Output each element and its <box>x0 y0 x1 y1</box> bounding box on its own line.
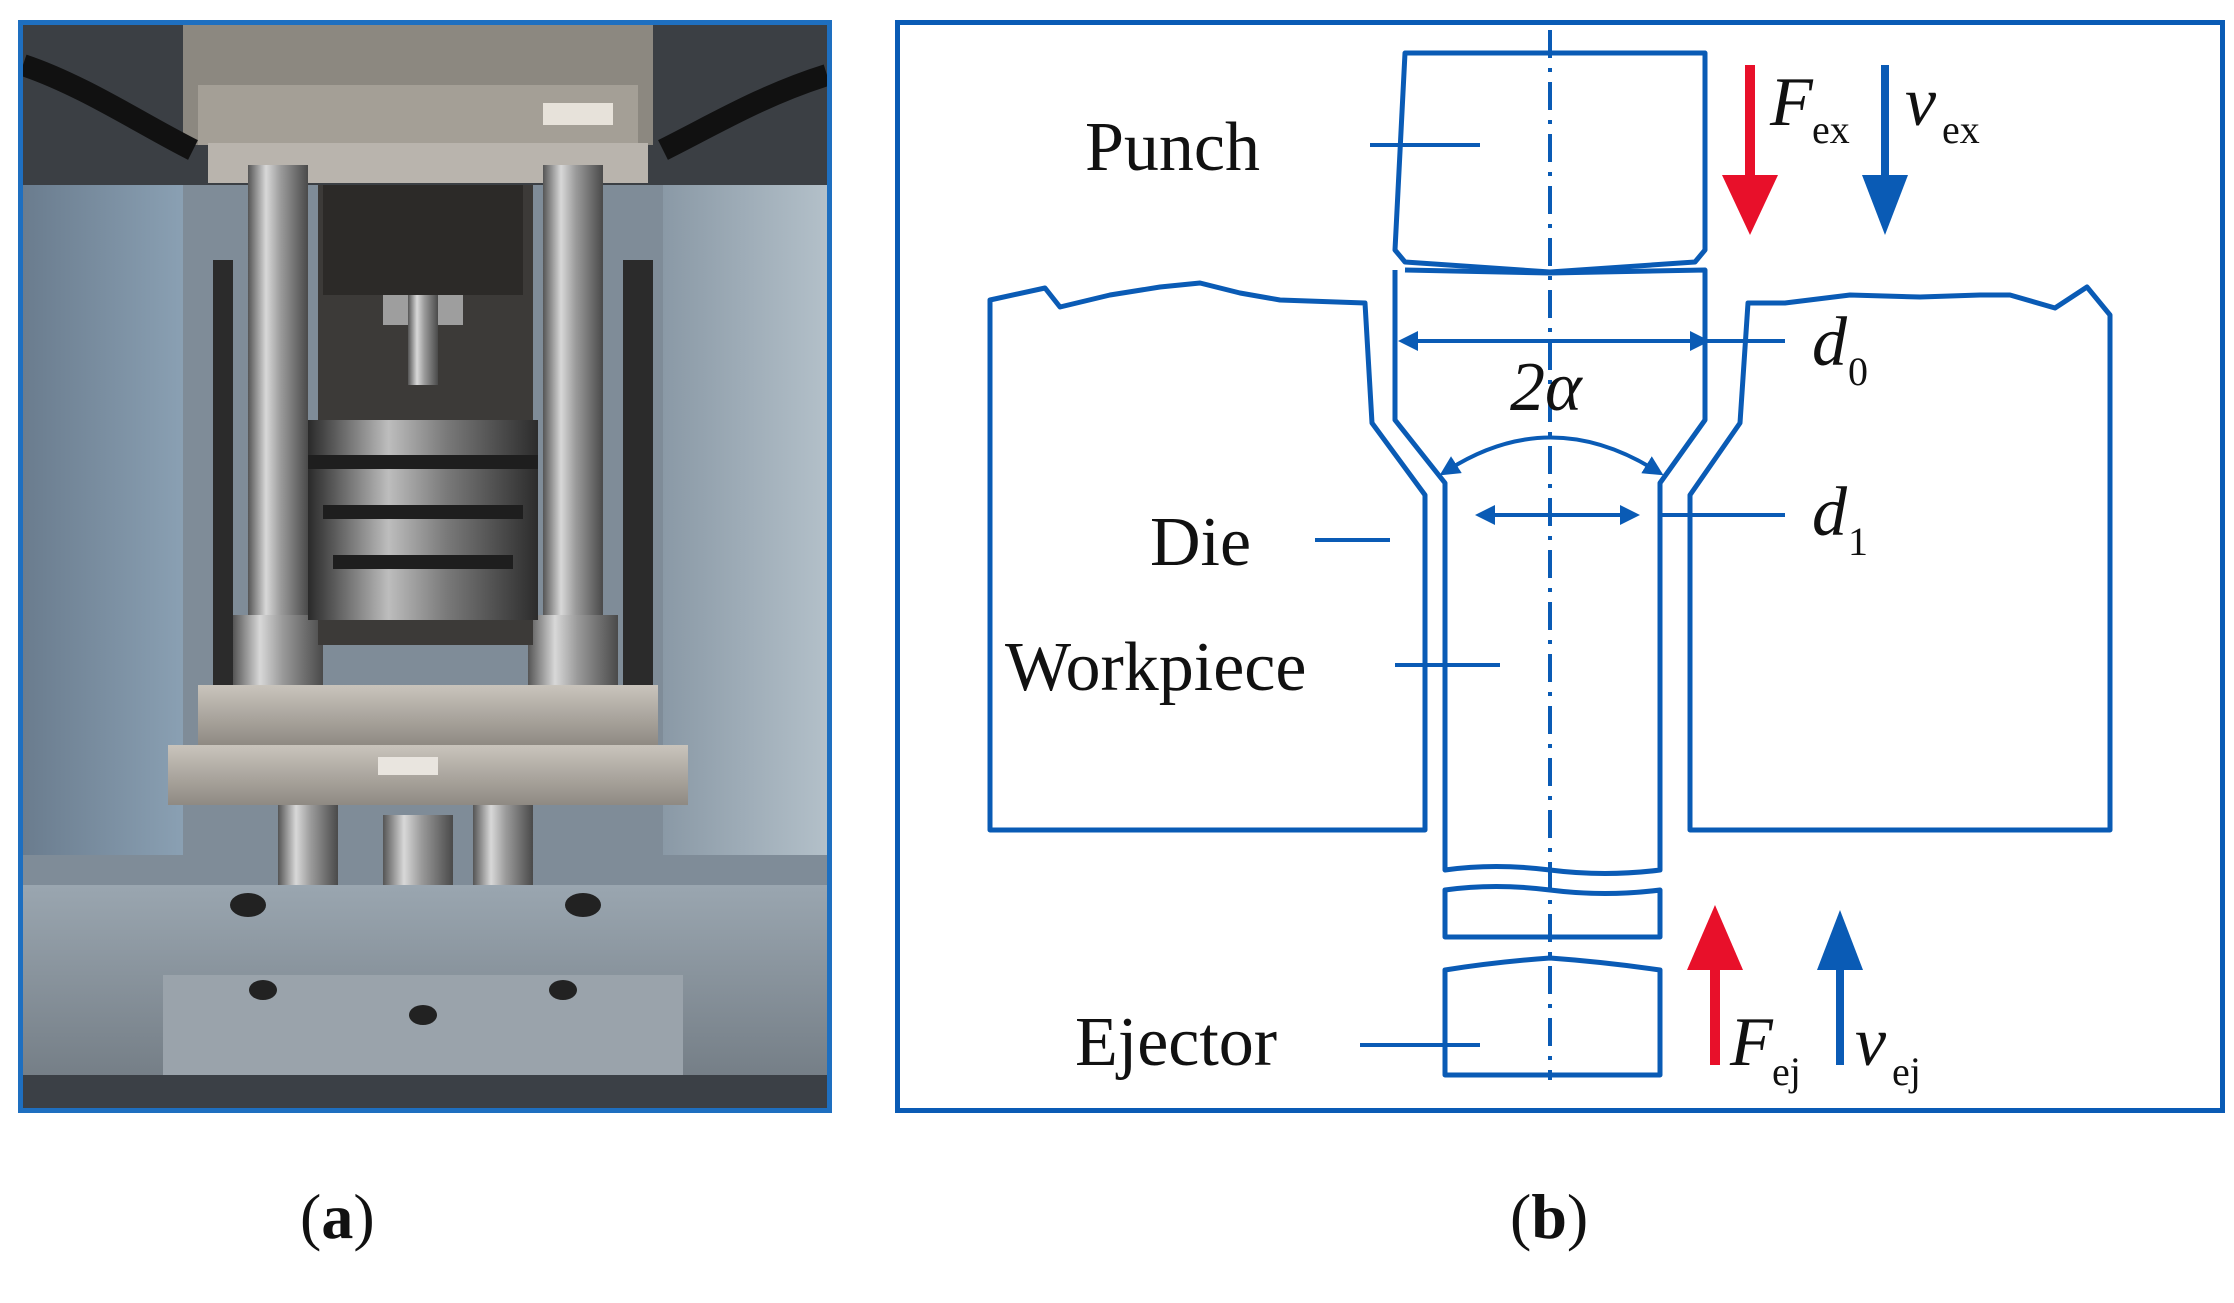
v-ej-subscript: ej <box>1892 1049 1921 1094</box>
v-ej-label: v <box>1855 1004 1887 1081</box>
f-ej-label: F <box>1729 1004 1774 1081</box>
press-photo-panel <box>18 20 832 1113</box>
workpiece-label: Workpiece <box>1005 629 1306 706</box>
f-ej-arrow <box>1687 905 1743 1065</box>
angle-label: 2α <box>1510 349 1583 426</box>
d0-label: d <box>1812 304 1848 381</box>
caption-a-letter: a <box>321 1181 354 1252</box>
extrusion-schematic: Punch Die Workpiece Ejector 2α d 0 d 1 F… <box>987 30 2113 1094</box>
punch-label: Punch <box>1085 109 1260 186</box>
f-ex-label: F <box>1769 64 1814 141</box>
caption-b-letter: b <box>1531 1181 1567 1252</box>
angle-arc <box>1439 435 1664 476</box>
v-ex-arrow <box>1862 65 1908 235</box>
press-photo <box>23 25 827 1108</box>
punch-shape <box>1392 50 1708 275</box>
die-label: Die <box>1150 504 1251 581</box>
v-ex-label: v <box>1905 64 1937 141</box>
caption-a: (a) <box>300 1181 375 1252</box>
d0-subscript: 0 <box>1848 349 1868 394</box>
caption-b: (b) <box>1510 1181 1589 1252</box>
d1-label: d <box>1812 474 1848 551</box>
d1-subscript: 1 <box>1848 519 1868 564</box>
extrusion-schematic-panel: Punch Die Workpiece Ejector 2α d 0 d 1 F… <box>895 20 2225 1113</box>
die-left-shape <box>987 280 1428 833</box>
v-ej-arrow <box>1817 910 1863 1065</box>
ejector-shape <box>1442 955 1663 1078</box>
v-ex-subscript: ex <box>1942 107 1980 152</box>
f-ex-arrow <box>1722 65 1778 235</box>
ejector-label: Ejector <box>1075 1004 1277 1081</box>
die-right-shape <box>1687 284 2113 833</box>
f-ex-subscript: ex <box>1812 107 1850 152</box>
f-ej-subscript: ej <box>1772 1049 1801 1094</box>
workpiece-stub-shape <box>1442 884 1663 940</box>
